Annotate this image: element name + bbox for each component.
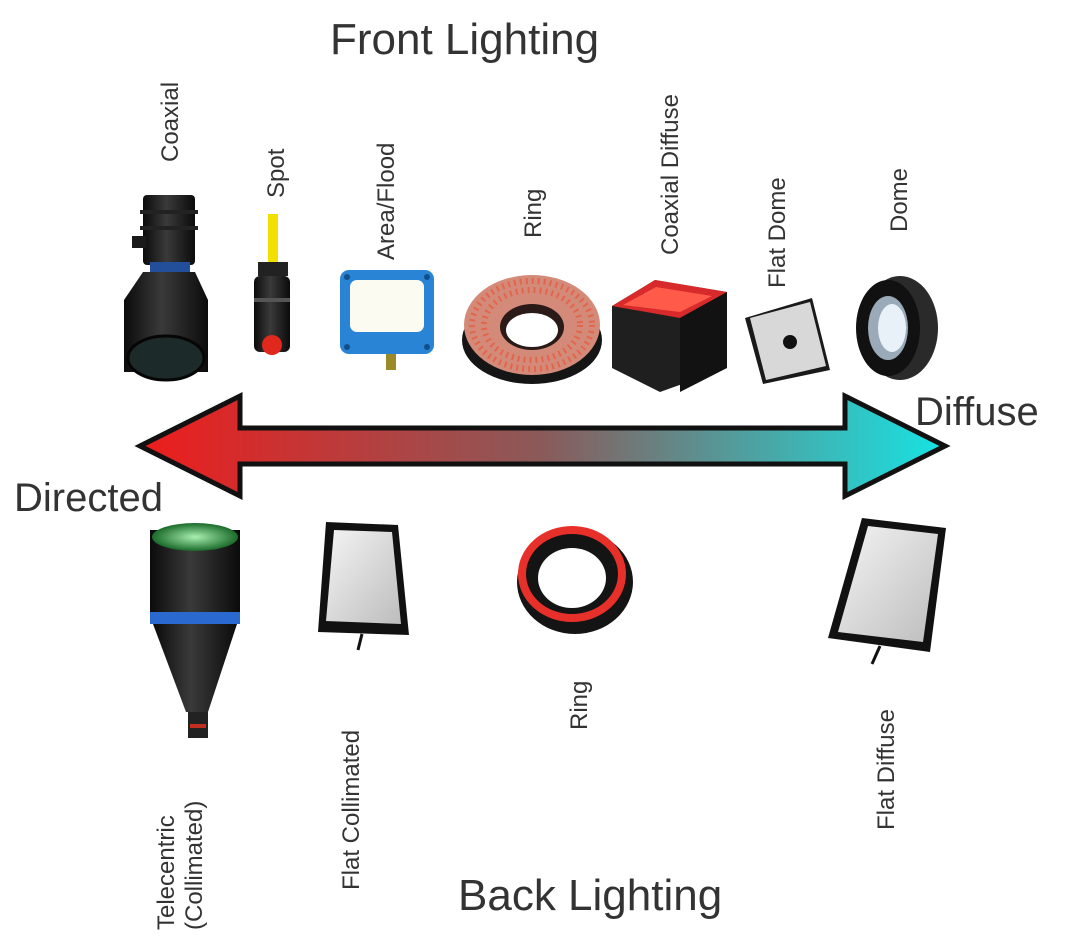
spot-label: Spot: [263, 148, 290, 198]
back-ring-label: Ring: [566, 680, 593, 730]
flat-collimated-label: Flat Collimated: [338, 729, 365, 890]
dome-light-icon: [856, 276, 938, 380]
diffuse-label: Diffuse: [915, 390, 1039, 434]
flat-diffuse-label: Flat Diffuse: [873, 709, 900, 830]
telecentric-label-line2: (Collimated): [180, 800, 208, 930]
flat-dome-label: Flat Dome: [764, 177, 791, 288]
coaxial-diffuse-light-icon: [612, 280, 727, 392]
directed-diffuse-arrow: [134, 391, 951, 501]
flat-diffuse-light-icon: [828, 518, 946, 665]
flat-dome-light-icon: [745, 298, 830, 384]
area-flood-light-icon: [340, 270, 434, 370]
telecentric-label-line1: Telecentric: [153, 815, 180, 930]
front-lighting-title: Front Lighting: [330, 15, 600, 64]
ring-label: Ring: [520, 188, 547, 238]
flat-collimated-light-icon: [318, 522, 409, 651]
directed-label: Directed: [14, 476, 163, 520]
coaxial-light-icon: [124, 195, 208, 382]
coaxial-diffuse-label: Coaxial Diffuse: [657, 94, 684, 255]
back-ring-light-icon: [517, 526, 633, 634]
area-flood-label: Area/Flood: [373, 142, 400, 260]
telecentric-label: Telecentric (Collimated): [153, 801, 208, 930]
telecentric-light-icon: [150, 523, 240, 738]
coaxial-label: Coaxial: [157, 81, 184, 162]
back-lighting-title: Back Lighting: [458, 871, 723, 920]
spot-light-icon: [254, 214, 290, 355]
dome-label: Dome: [886, 167, 913, 232]
ring-light-icon: [462, 275, 602, 384]
